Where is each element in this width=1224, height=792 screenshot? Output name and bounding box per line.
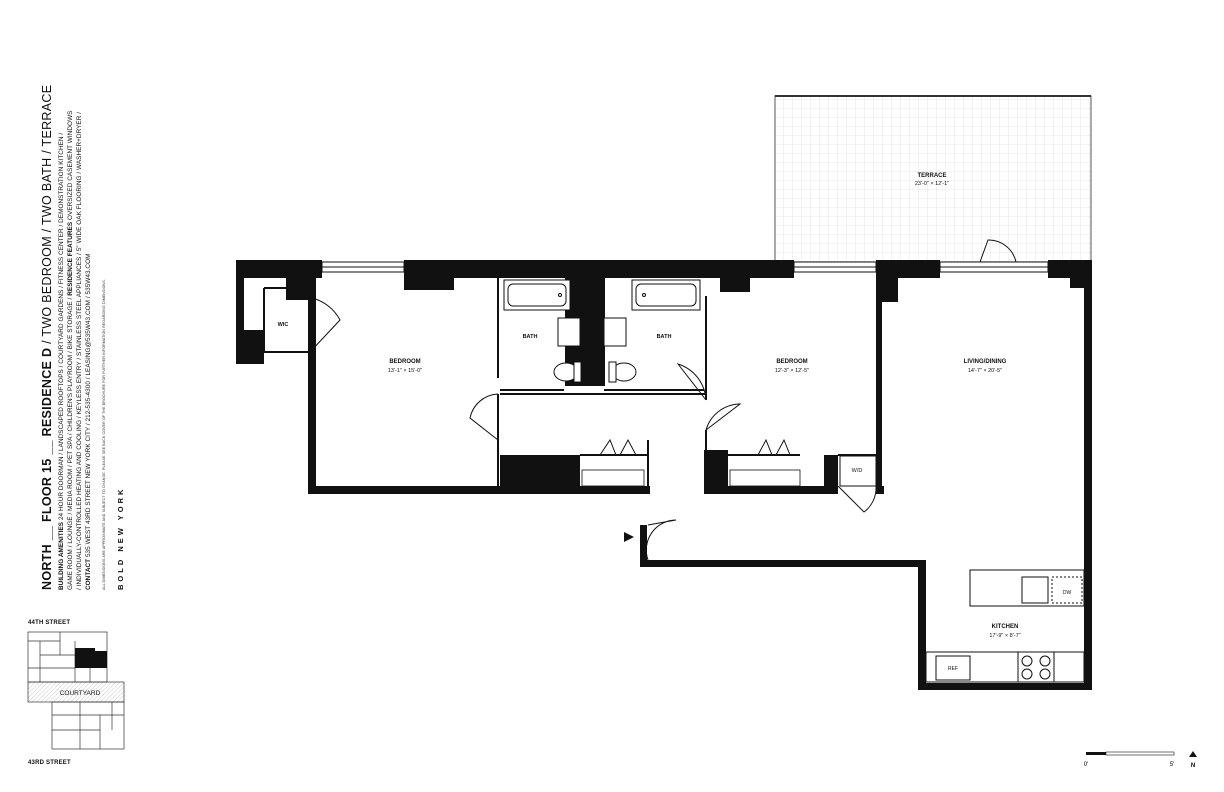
living-dims: 14'-7" × 20'-5"	[968, 368, 1002, 374]
scale-end: 5'	[1170, 762, 1174, 768]
bath-fixtures	[553, 317, 637, 383]
living-name: LIVING/DINING	[964, 359, 1007, 365]
kitchen-dims: 17'-9" × 8'-7"	[989, 633, 1020, 639]
key-plan-bottom-street: 43RD STREET	[28, 760, 71, 766]
kitchen-name: KITCHEN	[992, 624, 1019, 630]
north-arrow-icon	[1189, 751, 1197, 757]
bedroom1-name: BEDROOM	[389, 359, 420, 365]
scale-bar: 0' 5'	[1084, 751, 1175, 768]
ref-label: REF	[948, 666, 958, 672]
hall-closet-shelf	[581, 469, 645, 487]
exterior-walls	[236, 260, 1092, 690]
bathtubs	[503, 279, 701, 311]
wic-label: WIC	[278, 322, 289, 328]
bath1-label: BATH	[523, 334, 538, 340]
interior-walls	[263, 278, 876, 486]
north-label: N	[1191, 763, 1195, 769]
door-swings	[309, 239, 1017, 561]
key-plan	[27, 631, 125, 750]
terrace-name: TERRACE	[917, 173, 946, 179]
bedroom1-dims: 13'-1" × 15'-0"	[388, 368, 422, 374]
terrace-dims: 23'-0" × 12'-1"	[915, 181, 949, 187]
dw-label: DW	[1063, 590, 1072, 596]
bedroom2-dims: 12'-3" × 12'-5"	[775, 368, 809, 374]
scale-start: 0'	[1084, 762, 1088, 768]
entry-arrow-icon	[624, 532, 634, 542]
wd-label: W/D	[852, 468, 863, 474]
kitchen-fixtures	[925, 569, 1085, 683]
windows	[321, 261, 1049, 273]
bedroom-closet-shelf	[729, 469, 801, 487]
key-plan-top-street: 44TH STREET	[28, 620, 71, 626]
bath2-label: BATH	[657, 334, 672, 340]
key-plan-courtyard: COURTYARD	[60, 690, 101, 697]
terrace-area	[774, 95, 1092, 265]
key-plan-highlight	[75, 648, 107, 668]
bedroom2-name: BEDROOM	[776, 359, 807, 365]
wd-closet	[839, 455, 877, 487]
